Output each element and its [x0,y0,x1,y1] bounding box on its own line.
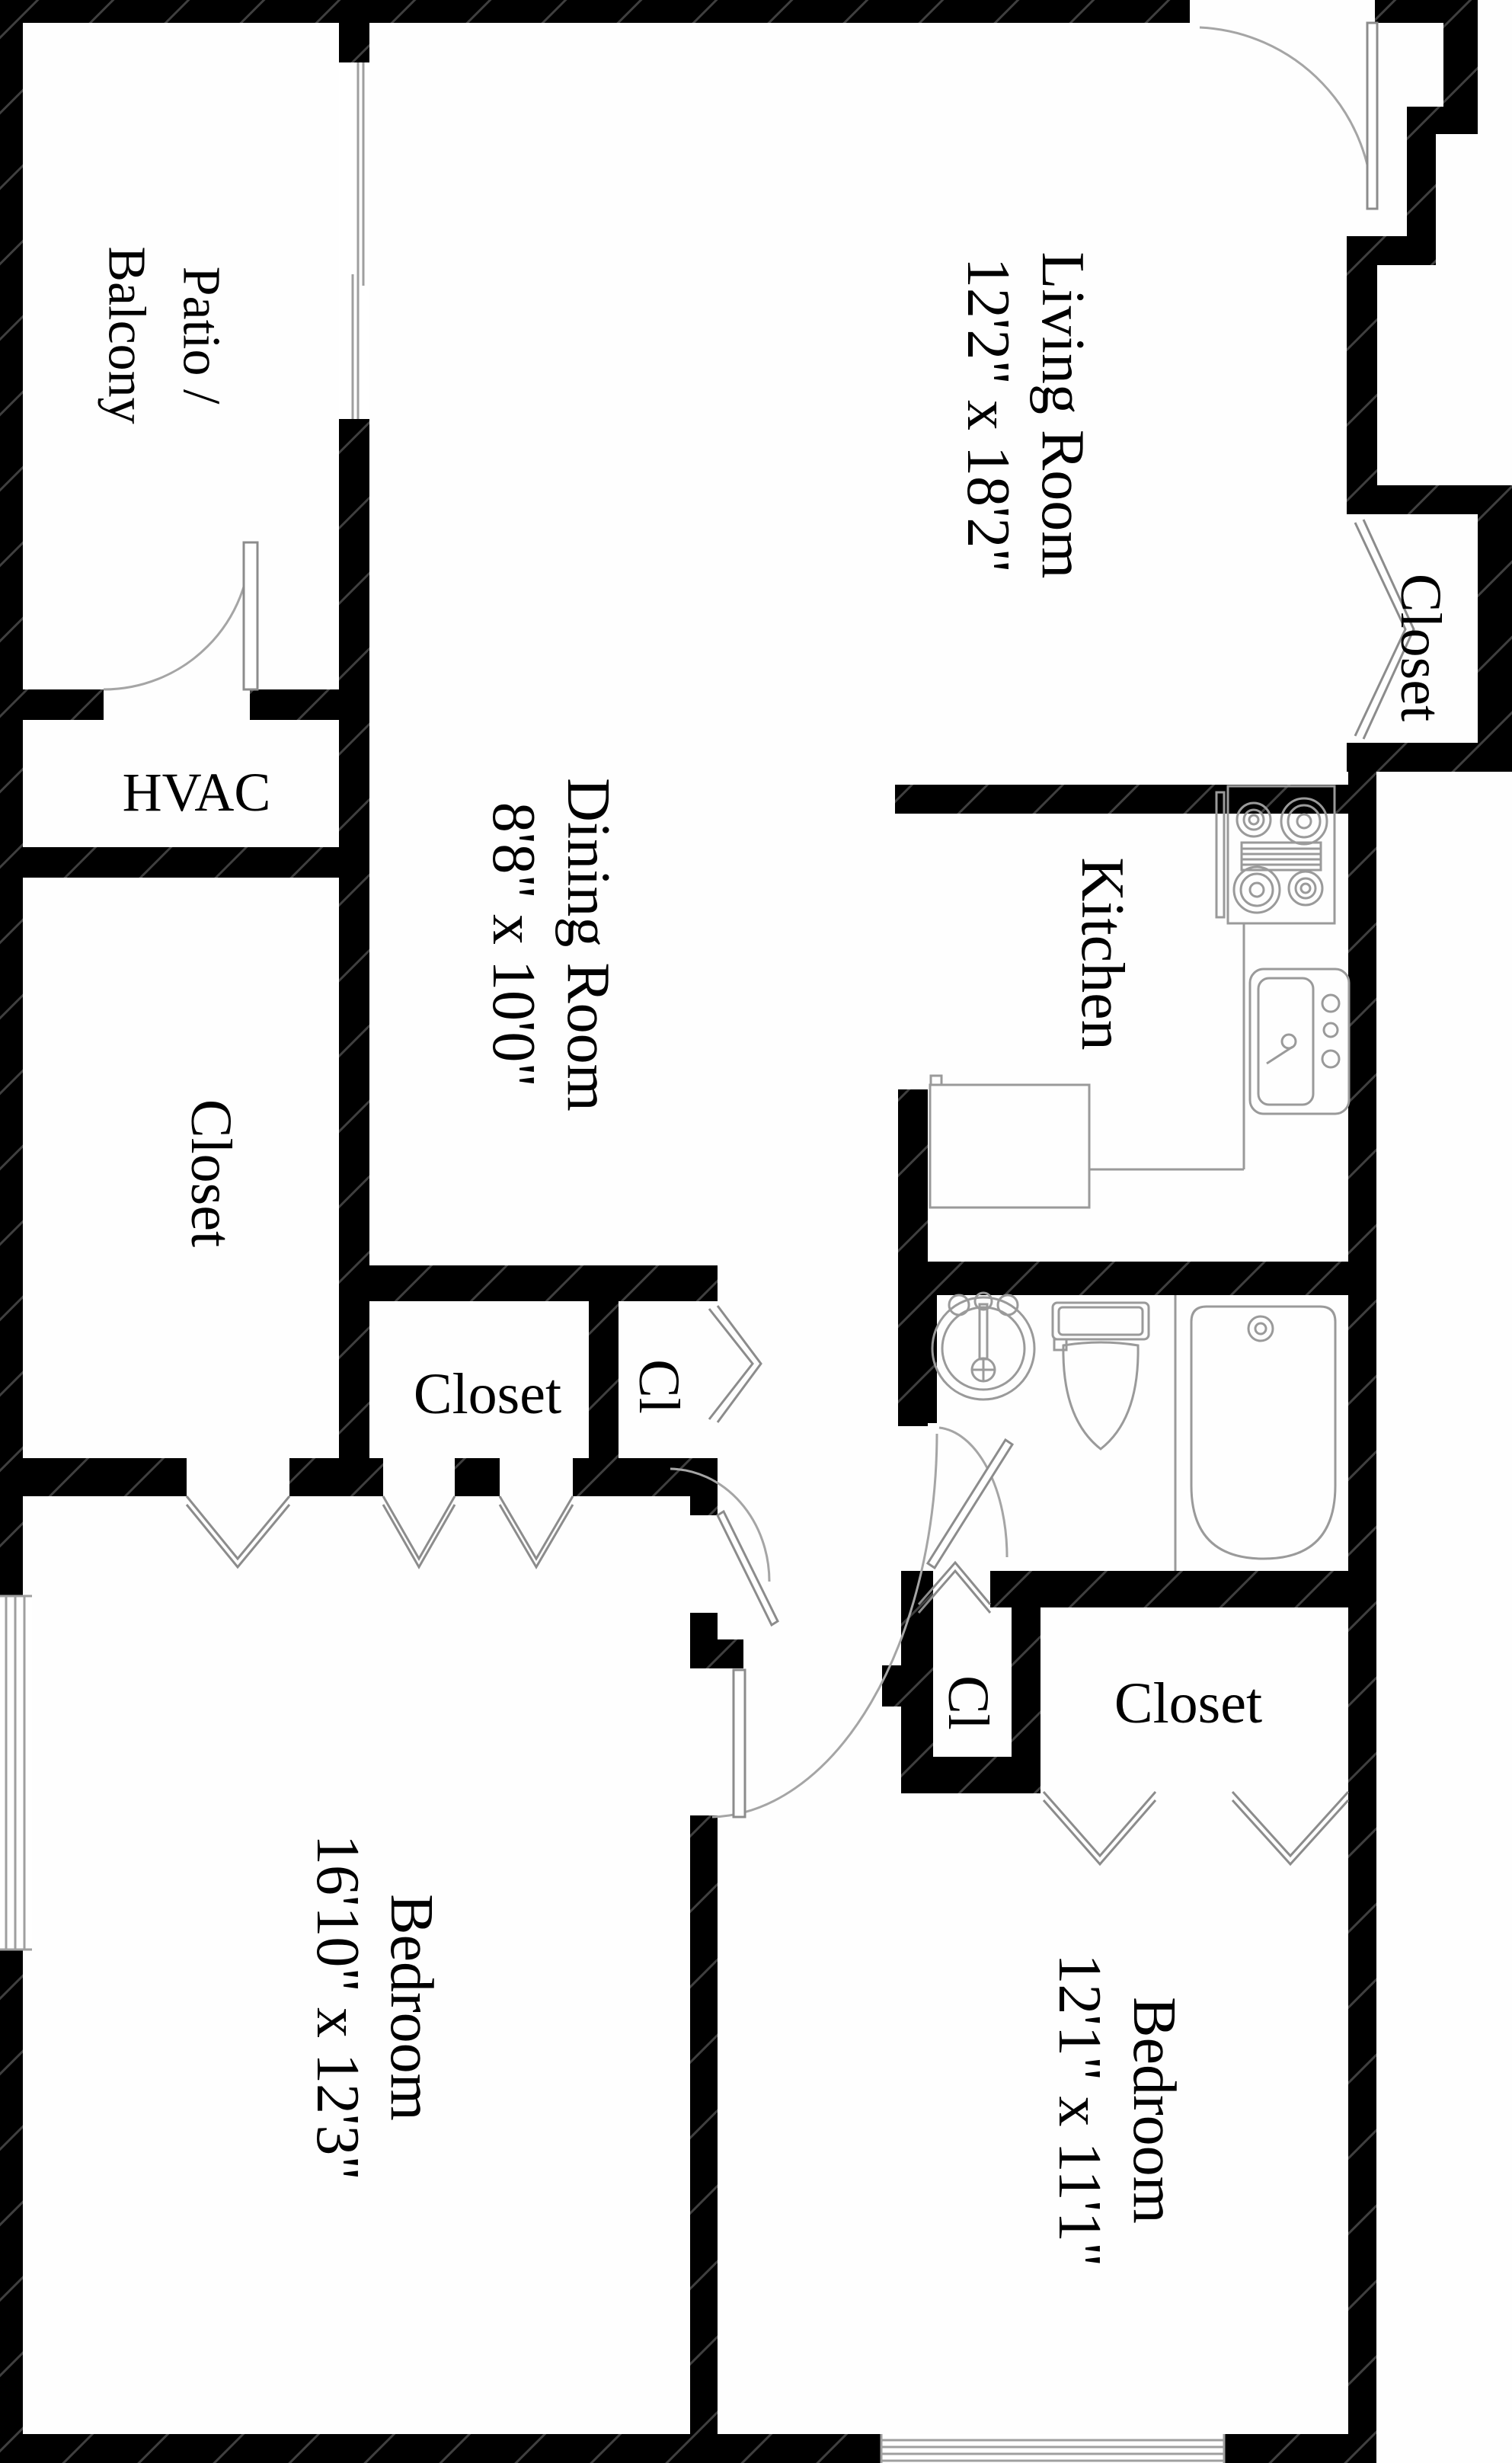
closet-doors [185,519,1415,1866]
toilet [1051,1301,1150,1451]
wall-hvac-bottom [23,847,369,878]
label-kitchen: Kitchen [1069,857,1136,1050]
bedroom-right-window [880,2434,1226,2463]
kitchen-counter [1089,923,1245,1171]
wall-entry-closet-left [1347,265,1377,514]
wall-entry-closet-right [1478,514,1512,772]
label-patio-line1: Patio / [172,267,231,405]
label-living-room-dims: 12'2" x 18'2" [954,257,1021,573]
label-bedroom-closet: Closet [1114,1671,1262,1735]
left-closet-bifold [185,1495,291,1569]
bedroom-right-door [711,1433,938,1818]
wall-cl2-div [1012,1591,1040,1793]
wall-patio-bottom-l [23,689,104,720]
hall-cl-bifold [708,1305,762,1423]
wall-bed-divider-b [690,1613,718,1668]
fixtures [929,785,1351,1571]
hall-closet-bifold-2 [498,1495,574,1569]
bedroom-closet-bifold-1 [1042,1791,1157,1866]
wall-midcloset-top [369,1265,718,1301]
label-hall-cl: Cl [627,1359,691,1414]
label-entry-closet: Closet [1389,574,1453,721]
wall-entry-closet-bottom [1347,743,1512,772]
bedroom-left-window [0,1595,32,1951]
bathroom-door [925,1426,1015,1570]
wall-right-main [1348,769,1376,2463]
patio-window [339,62,369,419]
wall-left-lower [0,1950,23,2463]
wall-topright-h1 [1407,107,1478,134]
wall-bed-divider-c [690,1815,718,2434]
wall-patio-bottom-r [250,689,339,720]
label-bedroom-left: Bedroom [378,1894,445,2121]
wall-hall-2 [289,1458,383,1496]
wall-cl2-left [901,1571,933,1793]
label-bedroom-cl: Cl [936,1675,1000,1730]
labels: Patio / Balcony Living Room 12'2" x 18'2… [97,246,1453,2266]
windows [0,62,1226,2463]
label-hall-closet: Closet [414,1362,561,1426]
wall-bed-divider-a [690,1458,718,1515]
patio-door [103,541,259,691]
label-bedroom-left-dims: 16'10" x 12'3" [304,1834,371,2180]
bedroom-closet-bifold-2 [1231,1790,1350,1866]
wall-bath-top [925,1262,1376,1295]
bedroom-left-door [670,1467,779,1627]
wall-bath-bottom [990,1571,1350,1607]
doors [103,21,1379,1818]
entry-door [1199,21,1379,210]
wall-left-upper [0,0,23,1596]
hall-closet-bifold-1 [382,1495,456,1570]
label-bedroom-right-dims: 12'1" x 11'1" [1046,1953,1113,2266]
label-living-room: Living Room [1029,252,1096,579]
wall-midcloset-div [589,1301,619,1458]
wall-topright-h2 [1347,236,1436,265]
label-dining-room: Dining Room [555,778,622,1112]
wall-patio-divider-top [339,23,369,62]
wall-bottom-left [0,2434,881,2463]
label-dining-room-dims: 8'8" x 10'0" [480,802,547,1087]
wall-bath-left [901,1262,937,1423]
label-hvac: HVAC [123,762,271,823]
label-patio-line2: Balcony [97,246,156,424]
label-left-closet: Closet [179,1099,243,1247]
wall-hall-3 [455,1458,500,1496]
entry-closet-bifold [1354,519,1415,740]
bath-sink [931,1291,1036,1401]
wall-bottom-right [1224,2434,1376,2463]
wall-hall-1 [23,1458,187,1496]
wall-patio-divider [339,419,369,878]
bedroom-cl-bifold [917,1560,992,1614]
label-bedroom-right: Bedroom [1120,1997,1188,2224]
wall-entry-closet-top [1347,485,1512,514]
wall-left-closet-right [339,878,369,1458]
kitchen-sink [1248,968,1351,1115]
wall-bed-divider-jut [718,1639,743,1668]
wall-topright-v1 [1443,23,1478,108]
stove [1215,785,1336,925]
refrigerator [929,1074,1091,1209]
bathtub [1174,1295,1337,1571]
wall-top-right [1375,0,1478,23]
wall-cl2-jut [882,1665,901,1707]
wall-top-left [0,0,1190,23]
